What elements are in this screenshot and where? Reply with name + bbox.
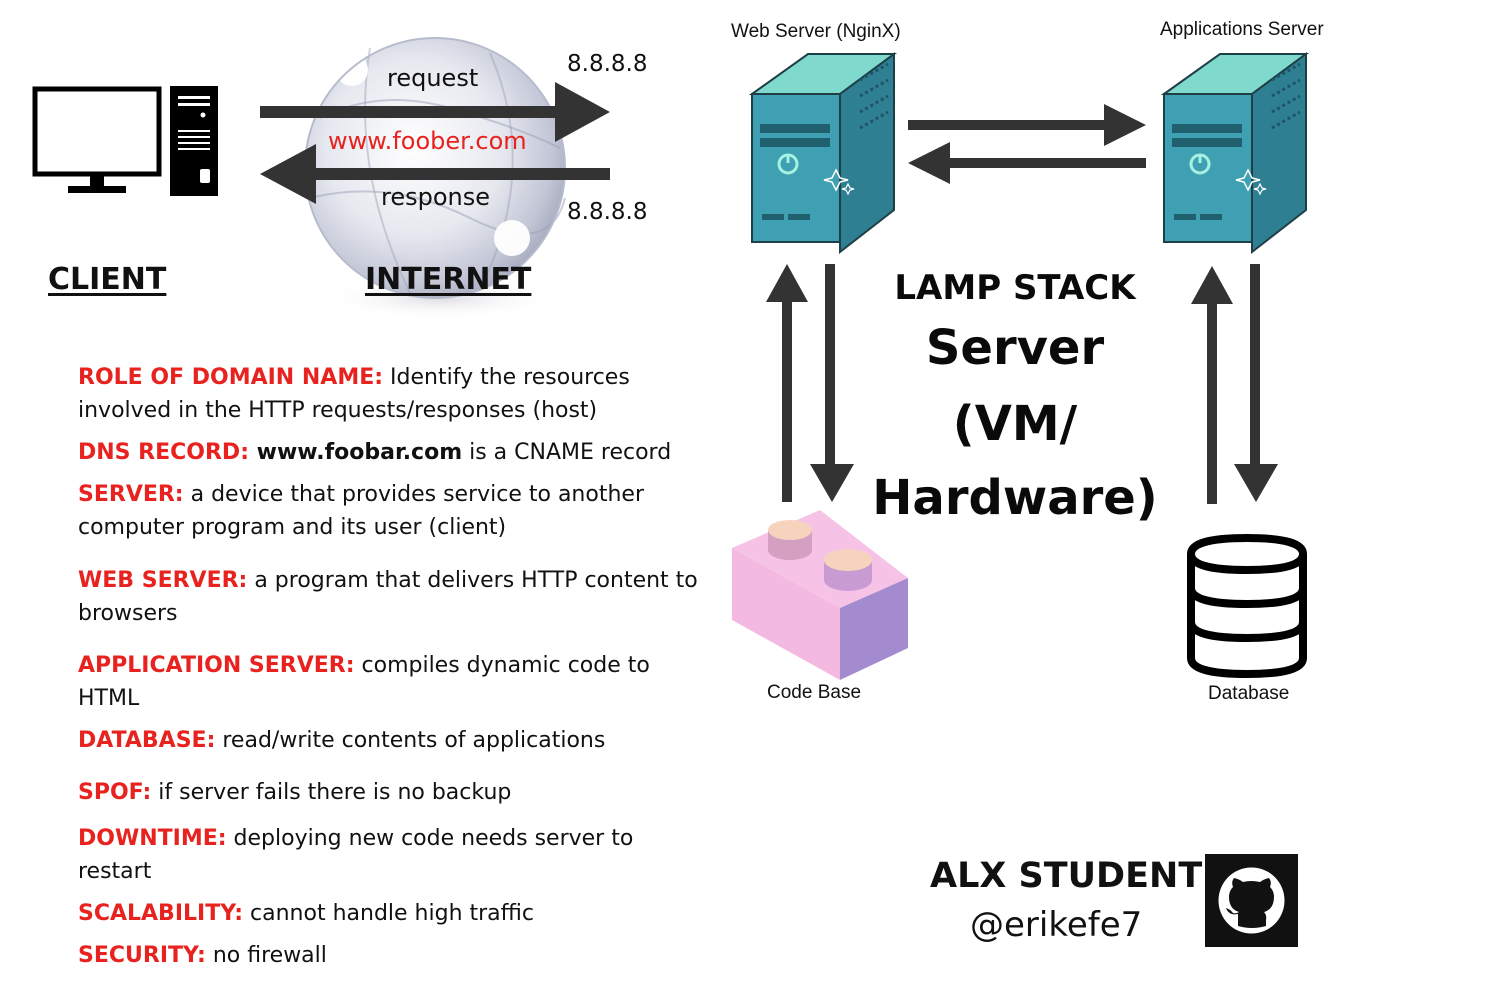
codebase-to-web-arrow (766, 264, 808, 502)
internet-label: INTERNET (365, 262, 532, 297)
definition-downtime: DOWNTIME: deploying new code needs serve… (78, 822, 698, 888)
web-server-icon (748, 52, 898, 255)
definition-term: SECURITY: (78, 943, 206, 968)
definition-term: ROLE OF DOMAIN NAME: (78, 365, 384, 390)
definition-term: DNS RECORD: (78, 440, 249, 465)
definition-dns-record: DNS RECORD: www.foobar.com is a CNAME re… (78, 436, 698, 469)
definition-text: if server fails there is no backup (151, 780, 512, 805)
github-icon[interactable] (1205, 854, 1298, 947)
web-to-codebase-arrow (810, 264, 854, 502)
definition-text: a device that provides service to anothe… (78, 482, 644, 540)
definition-term: WEB SERVER: (78, 568, 248, 593)
definition-text: no firewall (205, 943, 327, 968)
response-label: response (381, 183, 491, 211)
definition-text: a program that delivers HTTP content to … (78, 568, 698, 626)
client-label: CLIENT (48, 262, 167, 297)
author-handle: @erikefe7 (970, 905, 1143, 945)
definition-text: compiles dynamic code to HTML (78, 653, 650, 711)
web-server-label: Web Server (NginX) (731, 21, 901, 42)
definition-scalability: SCALABILITY: cannot handle high traffic (78, 897, 698, 930)
database-icon (1187, 533, 1307, 679)
stack-title: LAMP STACK (894, 268, 1136, 308)
definition-text: cannot handle high traffic (243, 901, 535, 926)
definition-application-server: APPLICATION SERVER: compiles dynamic cod… (78, 649, 698, 715)
server-title-line1: Server (925, 320, 1105, 376)
web-to-app-arrow (908, 104, 1146, 146)
request-label: request (387, 64, 479, 92)
definition-domain-name: ROLE OF DOMAIN NAME: Identify the resour… (78, 361, 698, 427)
response-arrow (260, 144, 610, 204)
code-base-label: Code Base (767, 682, 862, 703)
definition-term: APPLICATION SERVER: (78, 653, 355, 678)
definition-text: Identify the resources involved in the H… (78, 365, 630, 423)
domain-label: www.foober.com (328, 127, 527, 155)
definition-bold: www.foobar.com (249, 440, 463, 465)
app-server-icon (1160, 52, 1310, 255)
definition-spof: SPOF: if server fails there is no backup (78, 776, 698, 809)
definition-server: SERVER: a device that provides service t… (78, 478, 698, 544)
author-title: ALX STUDENT (930, 856, 1203, 896)
request-ip: 8.8.8.8 (567, 51, 648, 77)
response-ip: 8.8.8.8 (567, 199, 648, 225)
database-to-app-arrow (1191, 266, 1233, 504)
client-computer-icon (32, 86, 218, 196)
code-base-icon (732, 510, 908, 680)
definition-web-server: WEB SERVER: a program that delivers HTTP… (78, 564, 698, 630)
app-server-label: Applications Server (1160, 19, 1324, 40)
request-arrow (260, 82, 610, 142)
definition-term: SPOF: (78, 780, 152, 805)
app-to-database-arrow (1234, 264, 1278, 502)
server-title-line3: Hardware) (872, 470, 1158, 526)
definition-text: is a CNAME record (462, 440, 672, 465)
server-title-line2: (VM/ (952, 396, 1078, 452)
definition-security: SECURITY: no firewall (78, 939, 698, 972)
definition-term: DATABASE: (78, 728, 216, 753)
definition-term: SERVER: (78, 482, 184, 507)
app-to-web-arrow (908, 142, 1146, 184)
definition-text: deploying new code needs server to resta… (78, 826, 634, 884)
definition-term: DOWNTIME: (78, 826, 227, 851)
definition-text: read/write contents of applications (215, 728, 606, 753)
database-label: Database (1208, 683, 1290, 704)
definition-term: SCALABILITY: (78, 901, 244, 926)
definition-database: DATABASE: read/write contents of applica… (78, 724, 698, 757)
